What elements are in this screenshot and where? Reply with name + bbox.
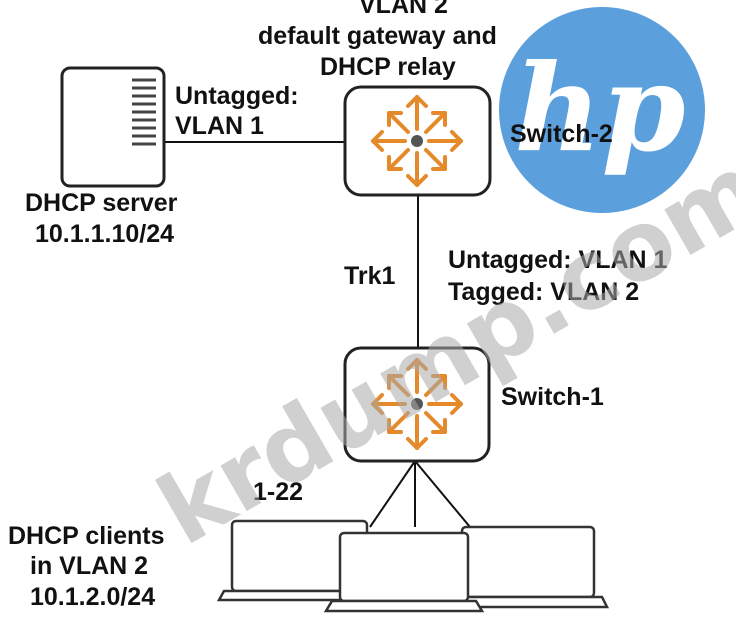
header-line1: VLAN 2 <box>359 0 448 19</box>
server-ip: 10.1.1.10/24 <box>35 220 175 248</box>
server-link-label-line2: VLAN 1 <box>175 112 264 140</box>
hp-logo: hp <box>499 7 705 213</box>
laptop-icon-front <box>323 531 485 613</box>
laptop-icon-right <box>446 525 610 609</box>
server-link-label-line1: Untagged: <box>175 82 299 110</box>
header-line3: DHCP relay <box>320 53 456 81</box>
clients-line1: DHCP clients <box>8 522 165 550</box>
header-line2: default gateway and <box>258 22 497 50</box>
switch2-label: Switch-2 <box>510 120 613 148</box>
client-link-left <box>369 460 416 528</box>
switch2-router-icon <box>343 85 492 197</box>
server-name: DHCP server <box>25 189 178 217</box>
switch1-router-icon <box>343 346 491 463</box>
hp-logo-circle <box>499 7 705 213</box>
trunk-name: Trk1 <box>344 262 396 290</box>
clients-line3: 10.1.2.0/24 <box>30 583 156 611</box>
server-icon <box>60 66 166 188</box>
client-ports-label: 1-22 <box>253 478 304 506</box>
switch1-label: Switch-1 <box>501 383 604 411</box>
client-link-right <box>414 460 471 528</box>
trunk-untagged: Untagged: VLAN 1 <box>448 246 668 274</box>
clients-line2: in VLAN 2 <box>30 552 149 580</box>
trunk-tagged: Tagged: VLAN 2 <box>448 278 640 306</box>
hp-logo-text: hp <box>514 38 685 179</box>
